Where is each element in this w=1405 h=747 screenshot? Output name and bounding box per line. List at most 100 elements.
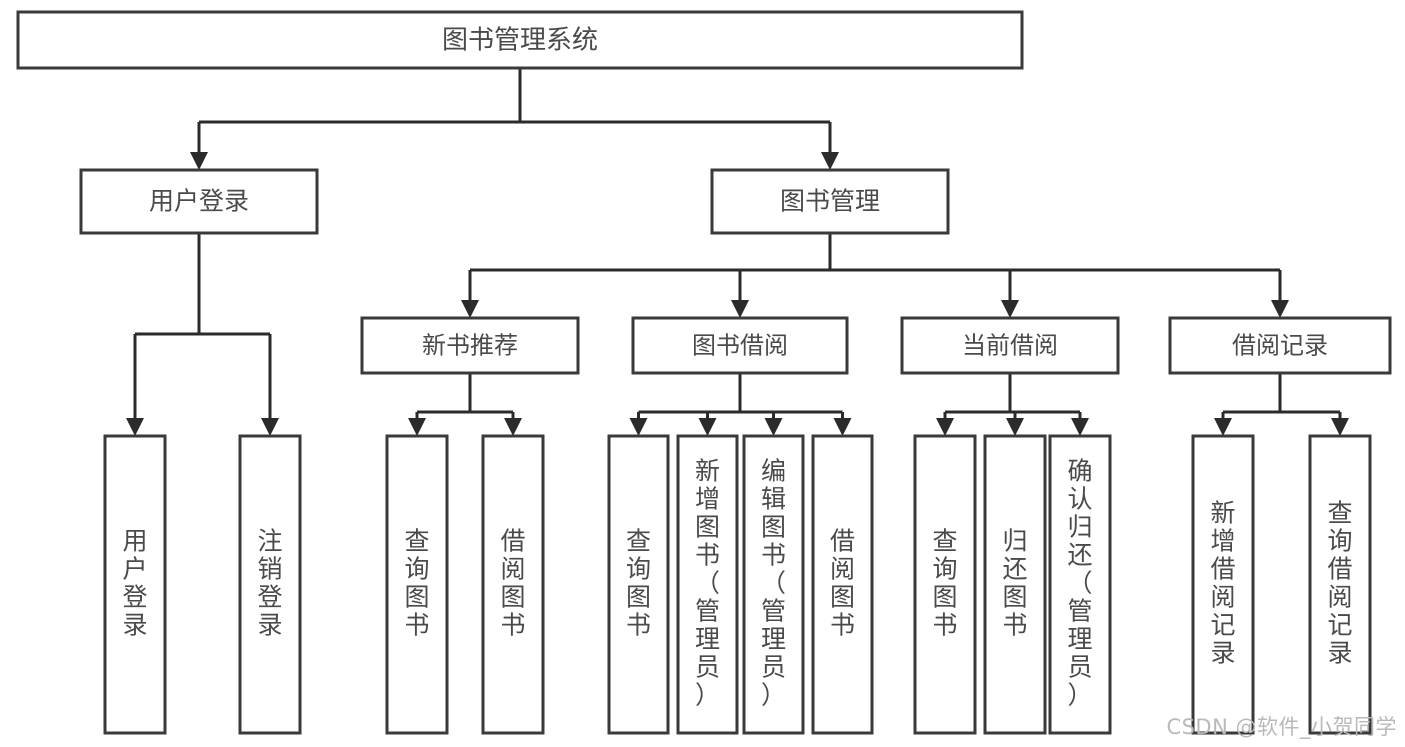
leaf-node-leaf-confirm-return-char: 归 [1067,513,1092,542]
leaf-node-leaf-logout-login-char: 登 [257,583,282,612]
leaf-node-leaf-query-book-2-rect [607,434,670,735]
leaf-node-leaf-confirm-return-char: 理 [1067,625,1092,654]
leaf-node-leaf-query-record-char: 借 [1327,555,1352,584]
level3-node-borrow-record-label: 借阅记录 [1232,332,1328,360]
connector-layer [126,68,1349,436]
leaf-node-leaf-borrow-book-2-char: 借 [830,527,855,556]
leaf-node-leaf-borrow-book-1-rect [481,434,545,735]
leaf-node-leaf-confirm-return-char: 管 [1067,597,1092,626]
leaf-node-leaf-query-book-1-char: 书 [404,611,429,640]
leaf-node-leaf-query-book-1-char: 询 [404,555,429,584]
leaf-node-leaf-add-record-char: 借 [1210,555,1235,584]
level3-node-borrow-record-rect [1168,316,1392,375]
leaf-node-leaf-user-login-rect [103,434,167,735]
leaf-node-leaf-query-record-char: 录 [1327,639,1352,668]
leaf-node-leaf-add-book-rect [676,434,739,735]
arrow-head-icon [126,418,144,436]
arrow-head-icon [833,418,852,436]
leaf-node-leaf-add-record-char: 记 [1210,611,1235,640]
level3-node-borrow-record[interactable]: 借阅记录 [1168,316,1392,375]
arrow-head-icon [629,418,648,436]
arrow-head-icon [1331,418,1349,436]
leaf-node-leaf-return-book-char: 还 [1002,555,1027,584]
leaf-node-leaf-edit-book-char: ） [761,681,786,710]
leaf-node-leaf-query-record-char: 查 [1327,499,1352,528]
leaf-node-leaf-borrow-book-1-char: 书 [500,611,525,640]
level3-node-new-book-recommend[interactable]: 新书推荐 [360,316,580,375]
arrow-head-icon [461,300,479,318]
leaf-node-leaf-edit-book-char: 员 [761,653,786,682]
leaf-node-leaf-return-book-rect [983,434,1047,735]
leaf-node-leaf-add-record-char: 增 [1210,527,1235,556]
arrow-head-icon [408,418,426,436]
level3-node-book-borrow-rect [631,316,849,375]
leaf-node-leaf-edit-book-char: 书 [761,541,786,570]
leaf-node-leaf-add-book-char: ） [695,681,720,710]
leaf-node-leaf-borrow-book-1-char: 借 [500,527,525,556]
arrow-head-icon [1214,418,1232,436]
leaf-node-leaf-add-record-char: 阅 [1210,583,1235,612]
leaf-node-leaf-add-record-char: 录 [1210,639,1235,668]
leaf-node-leaf-logout-login-char: 录 [257,611,282,640]
leaf-node-leaf-logout-login-rect [238,434,302,735]
arrow-head-icon [821,152,839,170]
leaf-node-leaf-edit-book-char: 管 [761,597,786,626]
leaf-node-leaf-borrow-book-2-char: 书 [830,611,855,640]
leaf-node-leaf-query-record-char: 记 [1327,611,1352,640]
leaf-node-leaf-return-book-char: 书 [1002,611,1027,640]
level3-node-current-borrow[interactable]: 当前借阅 [900,316,1120,375]
leaf-node-leaf-edit-book-char: 辑 [761,485,786,514]
leaf-node-leaf-add-book-char: 管 [695,597,720,626]
level2-node-user-login-label: 用户登录 [149,187,249,216]
leaf-node-leaf-query-book-3-char: 询 [932,555,957,584]
leaf-node-leaf-add-record-char: 新 [1210,499,1235,528]
level2-node-user-login[interactable]: 用户登录 [79,168,319,235]
leaf-node-leaf-query-book-2-char: 查 [626,527,651,556]
level3-node-new-book-recommend-rect [360,316,580,375]
leaf-node-leaf-confirm-return-char: （ [1067,569,1092,598]
leaf-node-leaf-add-book-char: 书 [695,541,720,570]
arrow-head-icon [1271,300,1289,318]
leaf-node-leaf-confirm-return-char: 员 [1067,653,1092,682]
leaf-node-leaf-edit-book-rect [742,434,805,735]
root-node-system[interactable]: 图书管理系统 [16,10,1024,70]
leaf-node-leaf-user-login[interactable]: 用户登录 [103,434,167,735]
watermark-label: CSDN @软件_小贺同学 [1166,715,1397,739]
leaf-node-leaf-edit-book-char: 图 [761,513,786,542]
arrow-head-icon [190,152,208,170]
leaf-node-leaf-user-login-char: 用 [122,527,147,556]
leaf-node-leaf-borrow-book-1-char: 阅 [500,555,525,584]
leaf-node-leaf-edit-book-char: 理 [761,625,786,654]
leaf-node-leaf-query-book-2-char: 图 [626,583,651,612]
level2-node-book-manage[interactable]: 图书管理 [710,168,950,235]
leaf-node-leaf-add-book-char: 图 [695,513,720,542]
leaf-node-leaf-borrow-book-2-char: 阅 [830,555,855,584]
leaf-node-leaf-edit-book-char: （ [761,569,786,598]
leaf-node-leaf-query-book-2-char: 书 [626,611,651,640]
level3-node-book-borrow-label: 图书借阅 [692,332,788,360]
leaf-node-leaf-query-book-3-char: 图 [932,583,957,612]
leaf-node-leaf-edit-book-char: 编 [761,457,786,486]
leaf-node-leaf-borrow-book-2-rect [811,434,874,735]
leaf-node-leaf-query-book-1-rect [385,434,449,735]
leaf-node-leaf-add-book-char: 理 [695,625,720,654]
level3-node-book-borrow[interactable]: 图书借阅 [631,316,849,375]
leaf-node-leaf-borrow-book-1-char: 图 [500,583,525,612]
root-node-system-rect [16,10,1024,70]
leaf-node-leaf-query-book-3-char: 查 [932,527,957,556]
arrow-head-icon [1006,418,1024,436]
